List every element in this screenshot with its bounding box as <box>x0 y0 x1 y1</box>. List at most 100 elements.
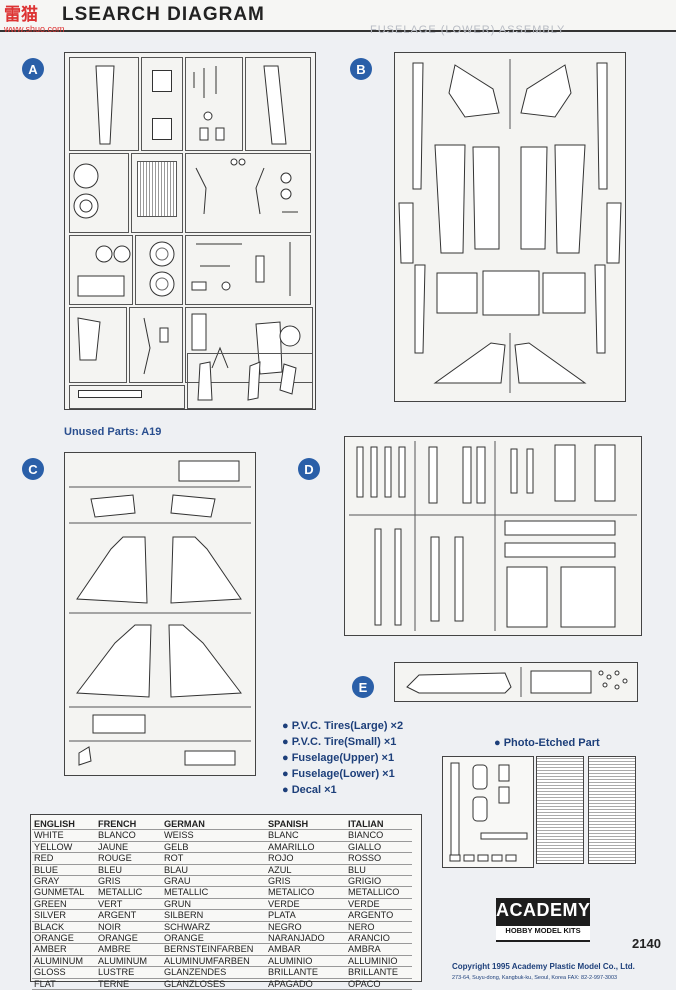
part-7-strip <box>449 854 517 862</box>
sprue-a-cell <box>129 307 183 383</box>
color-cell: SCHWARZ <box>164 921 211 932</box>
wheel-part-22 <box>73 163 99 219</box>
sprue-d-badge: D <box>298 458 320 480</box>
wheels-34-35 <box>77 245 131 297</box>
color-cell: GIALLO <box>348 841 382 852</box>
kit-number: 2140 <box>632 936 661 951</box>
extras-item: ● P.V.C. Tire(Small) ×1 <box>282 736 397 748</box>
color-cell: AMBER <box>34 944 67 955</box>
color-cell: ORANGE <box>98 933 138 944</box>
part-50 <box>77 317 101 361</box>
parts-47-52 <box>143 317 169 375</box>
color-cell: BLANC <box>268 830 299 841</box>
sprue-a-cell <box>135 153 311 233</box>
color-cell: FLAT <box>34 978 56 989</box>
color-cell: AZUL <box>268 864 292 875</box>
part-14b <box>152 118 172 140</box>
part-51 <box>78 390 142 398</box>
color-cell: GRIS <box>98 876 121 887</box>
color-cell: SILVER <box>34 910 66 921</box>
sprue-a-cell <box>69 235 133 305</box>
cockpit-parts <box>191 313 301 375</box>
sprue-a-cell <box>185 235 311 305</box>
photo-etched-mesh-9 <box>588 756 636 864</box>
color-cell: GRIGIO <box>348 876 382 887</box>
sprue-c-parts <box>69 460 251 766</box>
color-cell: LUSTRE <box>98 967 135 978</box>
wing-part-1 <box>263 65 287 145</box>
part-14a <box>152 70 172 92</box>
brand-tagline: HOBBY MODEL KITS <box>496 926 590 940</box>
photo-etched-fret-1 <box>442 756 534 868</box>
color-cell: RED <box>34 853 54 864</box>
color-cell: ALUMINUM <box>98 955 148 966</box>
color-cell: VERDE <box>268 898 300 909</box>
color-cell: BRILLANTE <box>268 967 319 978</box>
color-chart: ENGLISH FRENCH GERMAN SPANISH ITALIAN WH… <box>32 819 412 990</box>
extras-list: ● P.V.C. Tires(Large) ×2 ● P.V.C. Tire(S… <box>282 718 403 798</box>
unused-parts-note: Unused Parts: A19 <box>64 426 162 438</box>
watermark-url: www.shuo.com <box>4 24 65 34</box>
sprue-a-frame <box>64 52 316 410</box>
small-parts-group <box>193 66 225 141</box>
sprue-a-cell <box>245 57 311 151</box>
color-cell: METALLIC <box>164 887 209 898</box>
grille-part-19 <box>137 161 177 217</box>
color-cell: NERO <box>348 921 375 932</box>
color-cell: ROJO <box>268 853 294 864</box>
sprue-b-parts <box>398 59 622 393</box>
color-cell: GRAU <box>164 876 191 887</box>
color-cell: BERNSTEINFARBEN <box>164 944 254 955</box>
sprue-e-frame <box>394 662 638 702</box>
parts-38-42 <box>197 361 297 401</box>
misc-small-parts <box>191 242 291 296</box>
extras-item: ● Decal ×1 <box>282 784 337 796</box>
col-german: GERMAN <box>164 819 205 829</box>
col-english: ENGLISH <box>34 819 75 829</box>
color-cell: BLEU <box>98 864 123 875</box>
color-cell: ALUMINIO <box>268 955 313 966</box>
wing-part-3 <box>95 65 115 145</box>
sprue-a-cell <box>141 57 183 151</box>
page-header <box>0 0 676 32</box>
color-cell: NARANJADO <box>268 933 325 944</box>
color-cell: ORANGE <box>34 933 74 944</box>
copyright-line: Copyright 1995 Academy Plastic Model Co.… <box>452 962 635 971</box>
sprue-a-cell <box>185 57 243 151</box>
color-cell: GRAY <box>34 876 60 887</box>
color-cell: AMARILLO <box>268 841 315 852</box>
color-cell: GUNMETAL <box>34 887 85 898</box>
color-cell: ARGENT <box>98 910 137 921</box>
color-cell: ORANGE <box>164 933 204 944</box>
extras-item: ● Fuselage(Upper) ×1 <box>282 752 395 764</box>
color-cell: BLUE <box>34 864 59 875</box>
extras-item: ● P.V.C. Tires(Large) ×2 <box>282 720 404 732</box>
col-italian: ITALIAN <box>348 819 384 829</box>
color-cell: ALUMINUM <box>34 955 84 966</box>
intake-fans <box>149 241 175 297</box>
color-cell: WHITE <box>34 830 64 841</box>
color-cell: NOIR <box>98 921 121 932</box>
academy-logo: ACADEMY HOBBY MODEL KITS <box>496 898 590 942</box>
photo-etched-parts <box>450 762 528 856</box>
color-cell: BLAU <box>164 864 189 875</box>
color-cell: ALUMINUMFARBEN <box>164 955 250 966</box>
sprue-c-frame <box>64 452 256 776</box>
photo-etched-parts-7 <box>444 852 524 864</box>
brand-name: ACADEMY <box>496 900 591 920</box>
color-cell: ARGENTO <box>348 910 394 921</box>
sprue-a-cell <box>135 235 183 305</box>
color-cell: AMBRA <box>348 944 381 955</box>
col-spanish: SPANISH <box>268 819 309 829</box>
